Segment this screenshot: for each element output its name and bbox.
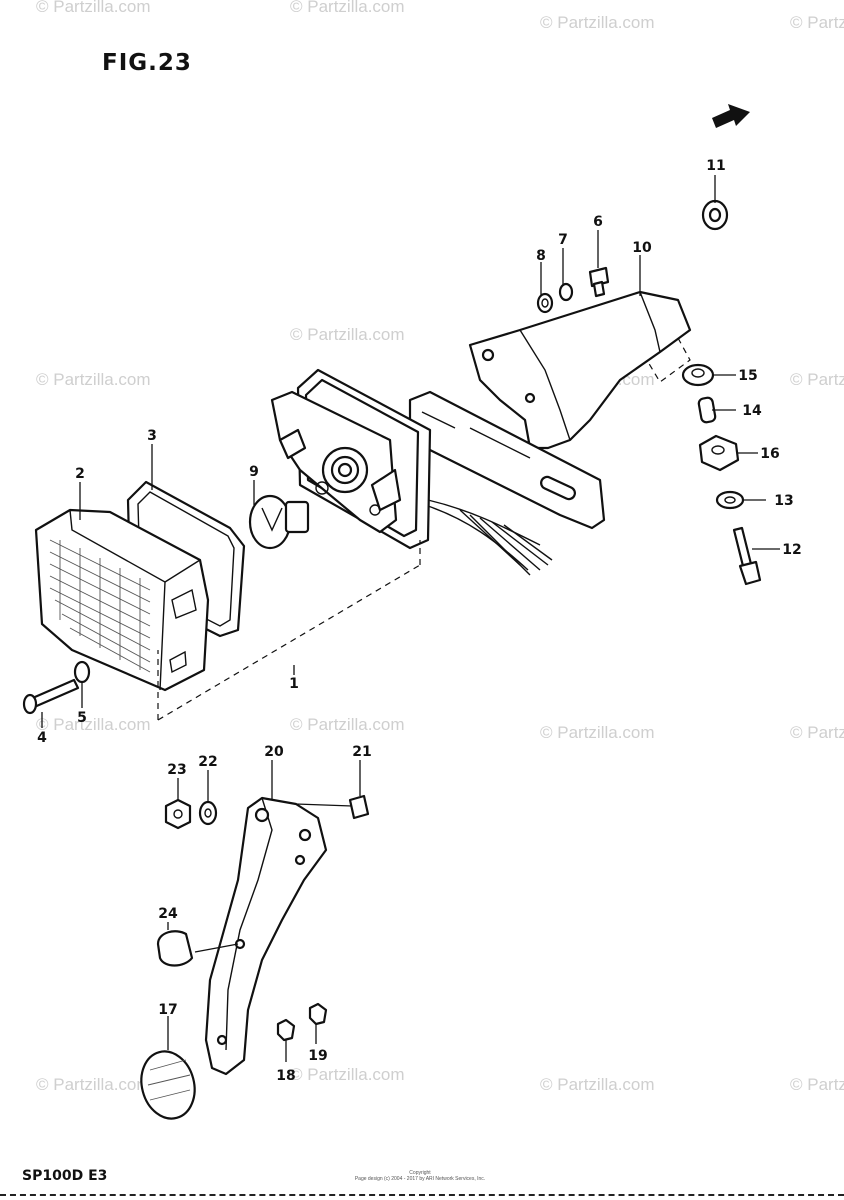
watermark: © Partzilla.com (290, 715, 405, 734)
callout-19: 19 (308, 1048, 327, 1064)
lamp-bracket (408, 290, 692, 530)
figure-title: FIG.23 (102, 50, 192, 76)
lamp-housing (270, 368, 553, 576)
watermark: © Partzilla.com (540, 723, 655, 742)
bolt-lead (295, 803, 353, 807)
grommet-lead (194, 943, 239, 953)
callout-20: 20 (264, 744, 284, 760)
callout-18: 18 (276, 1068, 295, 1084)
watermark: © Partzilla.com (290, 1065, 405, 1084)
callout-17: 17 (158, 1002, 177, 1018)
watermark: © Partzilla.com (290, 325, 405, 344)
bolt-6 (588, 266, 610, 298)
callout-24: 24 (158, 906, 178, 922)
bolt-21 (348, 794, 370, 820)
lens (34, 508, 210, 692)
nut-19 (308, 1002, 328, 1026)
lock-washer-7 (558, 282, 574, 302)
cap-nut (701, 199, 729, 231)
page-bottom-rule (0, 1194, 844, 1196)
callout-12: 12 (782, 542, 801, 558)
copyright-line: Page design (c) 2004 - 2017 by ARI Netwo… (354, 1176, 486, 1182)
watermark: © Partzilla.com (790, 370, 844, 389)
nut-18 (276, 1018, 296, 1042)
watermark: © Partzilla.com (790, 1075, 844, 1094)
callout-8: 8 (536, 248, 546, 264)
callout-6: 6 (593, 214, 603, 230)
leader-lines (41, 175, 780, 1062)
collar-14 (697, 396, 717, 424)
callout-13: 13 (774, 493, 793, 509)
callout-labels: 1 2 3 4 5 6 7 8 9 10 11 12 13 14 15 16 1… (37, 158, 802, 1084)
lens-washer (73, 660, 91, 684)
bolt-12 (732, 526, 762, 586)
watermark: © Partzilla.com (790, 723, 844, 742)
watermark: © Partzilla.com (36, 715, 151, 734)
watermark: © Partzilla.com (36, 370, 151, 389)
lens-screw (22, 678, 80, 715)
lens-texture (49, 539, 151, 673)
callout-22: 22 (198, 754, 217, 770)
callout-10: 10 (632, 240, 652, 256)
cushion-15 (681, 363, 715, 387)
washer-22 (198, 800, 218, 826)
cushion-16 (698, 434, 740, 472)
watermark: © Partzilla.com (36, 1075, 151, 1094)
callout-2: 2 (75, 466, 85, 482)
watermark: © Partzilla.com (540, 1075, 655, 1094)
callout-14: 14 (742, 403, 762, 419)
reflector-bracket (204, 796, 328, 1076)
watermark: © Partzilla.com (290, 0, 405, 16)
watermark: © Partzilla.com (36, 0, 151, 16)
callout-23: 23 (167, 762, 186, 778)
callout-1: 1 (289, 676, 299, 692)
assembly-outline (157, 540, 421, 721)
washer-13 (715, 490, 745, 510)
callout-21: 21 (352, 744, 371, 760)
callout-15: 15 (738, 368, 757, 384)
reflex-reflector (140, 1050, 196, 1120)
grommet-24 (156, 930, 194, 967)
callout-3: 3 (147, 428, 157, 444)
callout-4: 4 (37, 730, 47, 746)
washer-8 (536, 292, 554, 314)
model-code: SP100D E3 (22, 1168, 108, 1184)
callout-5: 5 (77, 710, 87, 726)
copyright-notice: Copyright Page design (c) 2004 - 2017 by… (300, 1170, 540, 1182)
callout-16: 16 (760, 446, 779, 462)
callout-7: 7 (558, 232, 568, 248)
nut-23 (164, 798, 192, 830)
watermark: © Partzilla.com (790, 13, 844, 32)
callout-11: 11 (706, 158, 725, 174)
bracket-lead (647, 337, 691, 383)
copyright-line: Copyright (409, 1170, 431, 1176)
bulb (248, 494, 310, 550)
watermark: © Partzilla.com (540, 13, 655, 32)
front-arrow-icon (712, 104, 750, 128)
callout-9: 9 (249, 464, 259, 480)
